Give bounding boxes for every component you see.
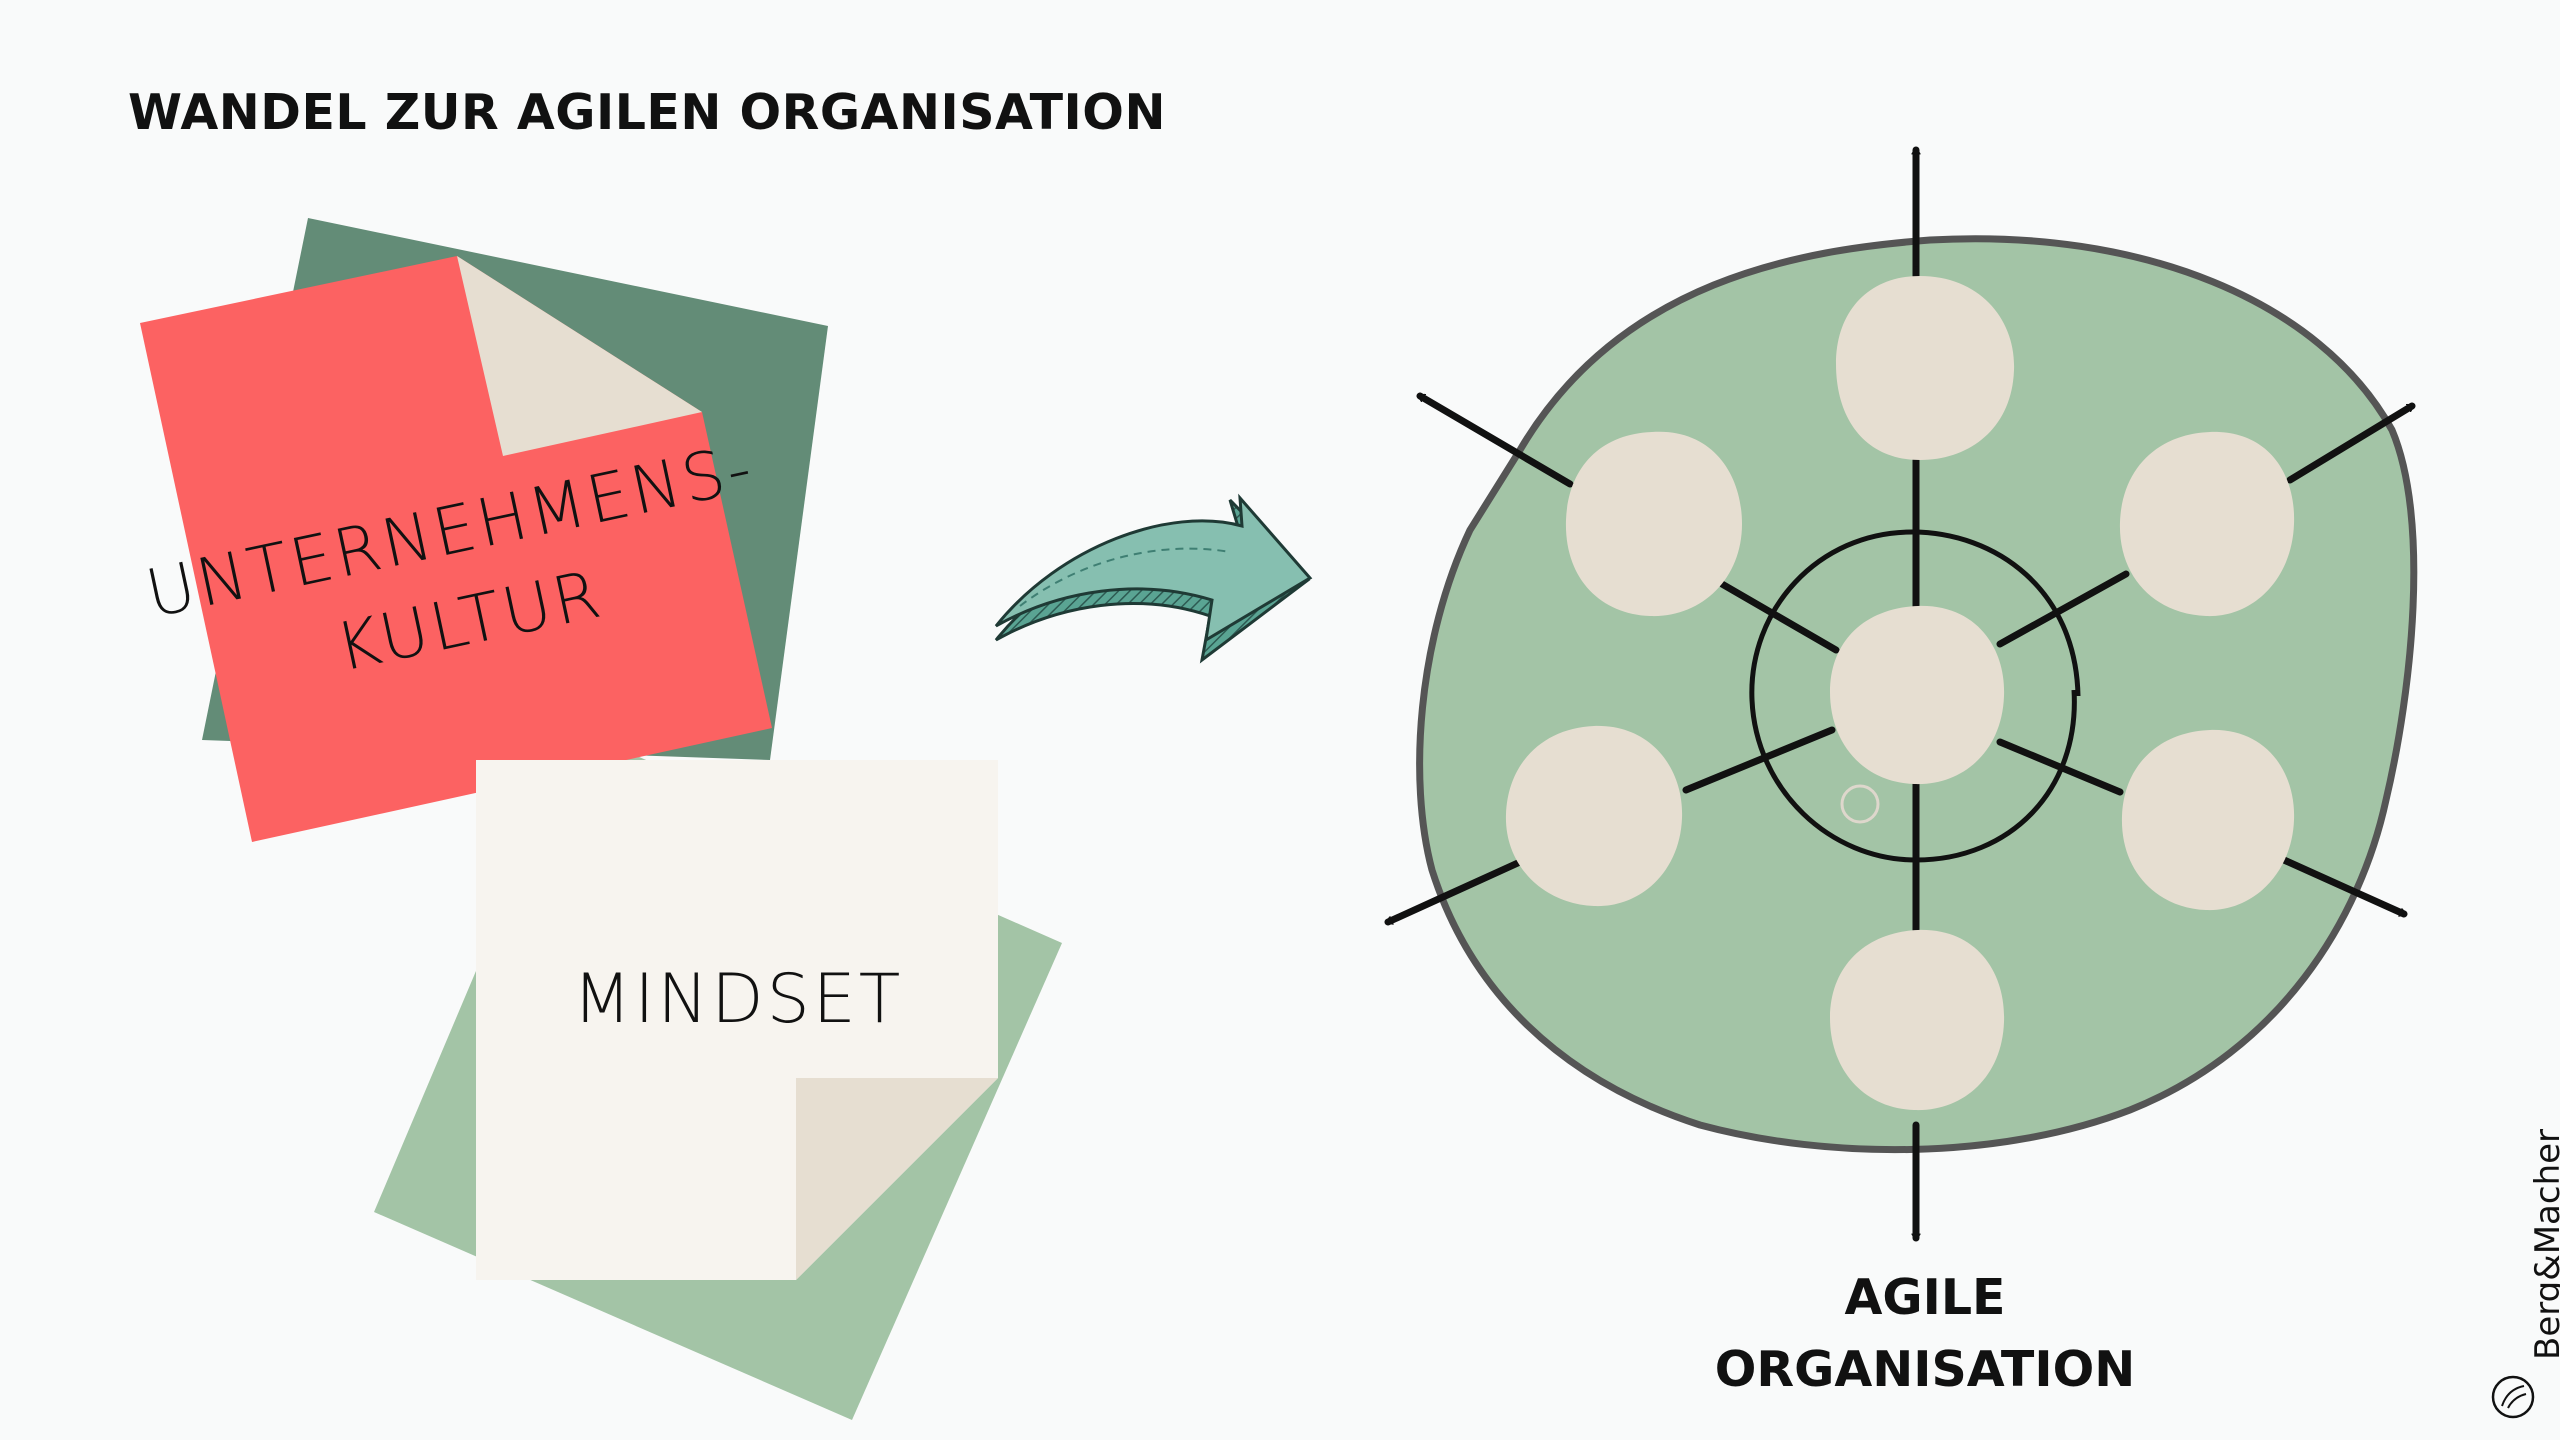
- node-bottom: [1830, 929, 2005, 1111]
- arrow-down-right: [2280, 856, 2408, 918]
- caption-line2: ORGANISATION: [1714, 1341, 2136, 1398]
- nodes: [1505, 276, 2295, 1111]
- mindset-note-label: MINDSET: [573, 960, 904, 1039]
- transition-arrow: [994, 493, 1313, 664]
- node-top: [1836, 276, 2015, 460]
- arrow-up-right: [2286, 402, 2416, 484]
- brand-logo: Berg&Macher: [2488, 1120, 2560, 1420]
- agile-organisation-caption: AGILE ORGANISATION: [1700, 1262, 2150, 1406]
- culture-note-fold: [457, 256, 702, 456]
- core-ring-mark: [1840, 784, 1880, 824]
- node-upper-right: [2119, 431, 2295, 617]
- node-lower-left: [1505, 725, 1683, 907]
- node-center: [1830, 605, 2005, 785]
- culture-note: UNTERNEHMENS- KULTUR: [140, 256, 772, 842]
- node-upper-left: [1565, 431, 1742, 617]
- brand-text: Berg&Macher: [2528, 1128, 2560, 1360]
- brand-mark-icon: [2491, 1375, 2535, 1419]
- mindset-note-fold: [796, 1078, 998, 1280]
- page-title: WANDEL ZUR AGILEN ORGANISATION: [128, 84, 1166, 141]
- arrow-down-left: [1384, 858, 1524, 926]
- caption-line1: AGILE: [1844, 1269, 2006, 1326]
- sticky-notes-group: UNTERNEHMENS- KULTUR MINDSET: [140, 218, 1062, 1420]
- agile-organisation-diagram: [1384, 146, 2418, 1242]
- node-lower-right: [2121, 729, 2295, 911]
- spokes: [1682, 451, 2130, 934]
- core-ring: [1749, 529, 2081, 863]
- mindset-note: MINDSET: [476, 760, 998, 1280]
- arrow-up-left: [1416, 392, 1574, 488]
